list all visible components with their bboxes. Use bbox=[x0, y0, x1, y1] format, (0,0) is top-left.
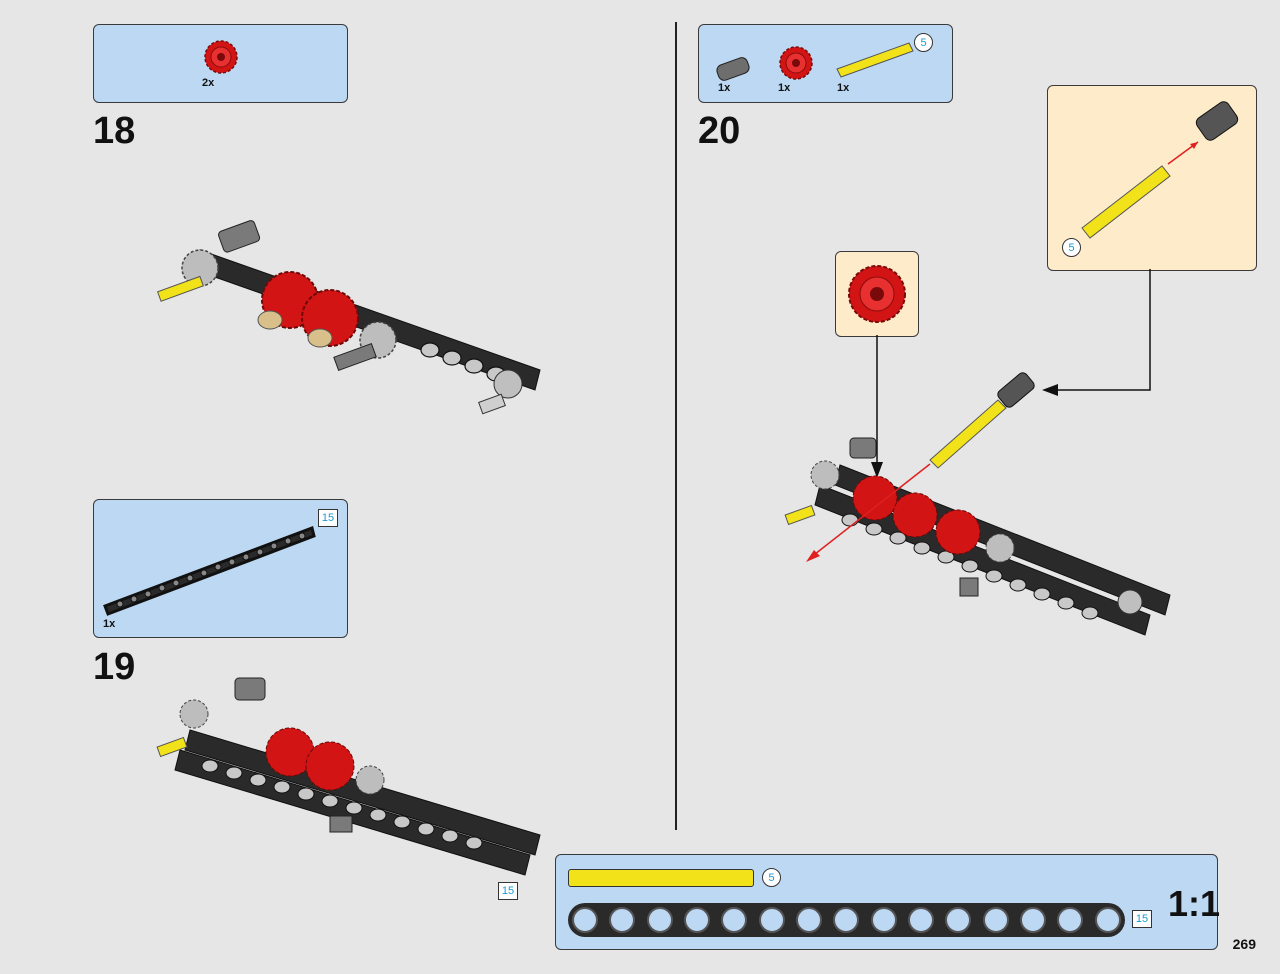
scale-beam-length-badge: 15 bbox=[1132, 910, 1152, 928]
red-gear-icon bbox=[848, 265, 906, 323]
scale-axle-length-badge: 5 bbox=[762, 868, 781, 887]
beam-hole bbox=[1057, 907, 1084, 933]
step-20-parts-box: 1x 1x 1x 5 bbox=[698, 24, 953, 103]
step-18-assembly bbox=[156, 220, 541, 415]
beam-hole bbox=[1094, 907, 1121, 933]
beam-hole bbox=[796, 907, 823, 933]
axle-insertion-callout: 5 bbox=[1047, 85, 1257, 271]
step-number-20: 20 bbox=[698, 110, 741, 152]
step-19-assembly bbox=[156, 677, 541, 876]
axle-length-badge: 5 bbox=[914, 33, 933, 52]
callout-axle-badge: 5 bbox=[1062, 238, 1081, 257]
page-number: 269 bbox=[1232, 936, 1256, 952]
step-number-18: 18 bbox=[93, 110, 136, 152]
page-divider bbox=[675, 22, 677, 830]
beam-hole bbox=[572, 907, 598, 933]
step-18-parts-box: 2x bbox=[93, 24, 348, 103]
scale-beam-bar bbox=[568, 903, 1125, 937]
step-number-19: 19 bbox=[93, 646, 136, 688]
step-19-beam-badge: 15 bbox=[498, 882, 518, 900]
step-19-parts-box: 1x 15 bbox=[93, 499, 348, 638]
beam-hole bbox=[870, 907, 897, 933]
red-gear-icon bbox=[204, 40, 238, 74]
yellow-axle-icon bbox=[836, 42, 914, 78]
beam-15-icon bbox=[103, 526, 316, 616]
beam-hole bbox=[908, 907, 935, 933]
beam-hole bbox=[721, 907, 748, 933]
beam-hole bbox=[833, 907, 860, 933]
part-size-badge: 15 bbox=[318, 509, 338, 527]
beam-hole bbox=[982, 907, 1009, 933]
axle-into-connector-diagram bbox=[1081, 101, 1239, 239]
beam-hole bbox=[758, 907, 785, 933]
part-quantity: 1x bbox=[103, 618, 116, 630]
part-quantity: 1x bbox=[837, 82, 850, 94]
scale-axle-bar bbox=[568, 869, 754, 887]
beam-hole bbox=[609, 907, 636, 933]
gear-callout bbox=[835, 251, 919, 337]
step-20-assembly bbox=[784, 372, 1171, 636]
scale-label: 1:1 bbox=[1168, 883, 1221, 924]
beam-hole bbox=[684, 907, 711, 933]
beam-hole bbox=[1020, 907, 1047, 933]
beam-hole bbox=[646, 907, 673, 933]
part-quantity: 2x bbox=[202, 77, 215, 89]
scale-reference-box: 5 15 1:1 bbox=[555, 854, 1221, 950]
axle-connector-icon bbox=[716, 57, 750, 81]
part-quantity: 1x bbox=[778, 82, 791, 94]
red-gear-icon bbox=[779, 46, 813, 80]
beam-hole bbox=[945, 907, 972, 933]
part-quantity: 1x bbox=[718, 82, 731, 94]
